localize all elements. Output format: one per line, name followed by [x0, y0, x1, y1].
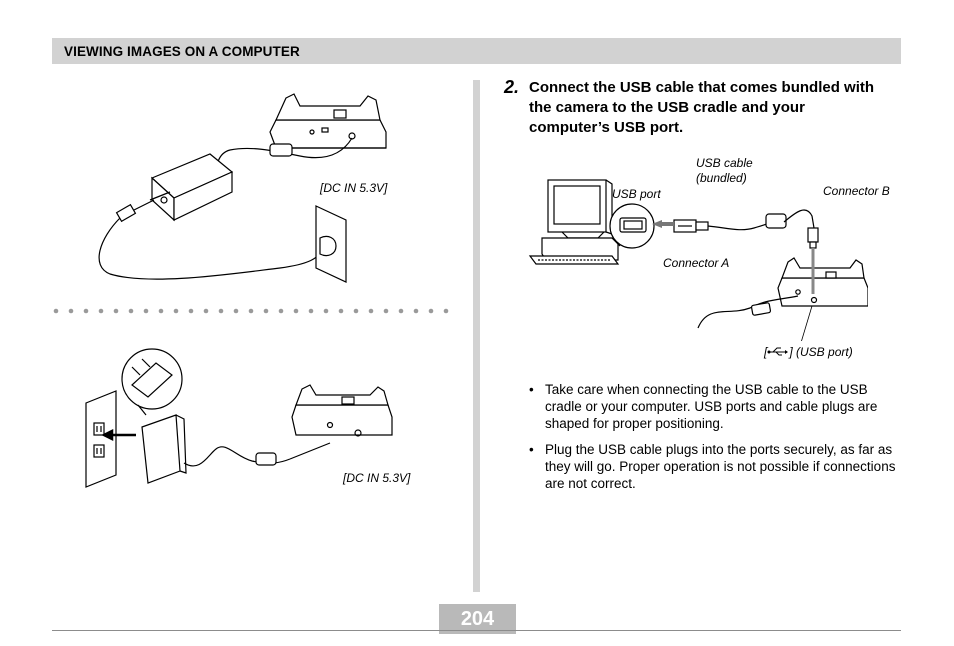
page-number: 204 — [460, 608, 495, 630]
usb-port-label: USB port — [612, 187, 661, 201]
connector-a-label: Connector A — [663, 256, 730, 270]
footer-rule — [52, 630, 901, 631]
step-number: 2. — [504, 77, 520, 97]
usb-symbol-icon — [767, 347, 789, 356]
notes-list: Take care when connecting the USB cable … — [529, 381, 901, 501]
column-divider — [473, 80, 480, 592]
list-item: Take care when connecting the USB cable … — [529, 381, 901, 432]
section-title: VIEWING IMAGES ON A COMPUTER — [64, 44, 300, 59]
header-bar: VIEWING IMAGES ON A COMPUTER — [52, 38, 901, 64]
connector-b-label: Connector B — [823, 184, 890, 198]
list-item: Plug the USB cable plugs into the ports … — [529, 441, 901, 492]
ac-adapter-cradle-illustration — [98, 93, 387, 283]
usb-connection-illustration — [528, 179, 868, 341]
step-instruction: Connect the USB cable that comes bundled… — [529, 79, 875, 136]
dc-in-label-top: [DC IN 5.3V] — [320, 181, 388, 195]
usb-port-cradle-prefix: [ — [764, 345, 768, 359]
dc-in-label-bottom: [DC IN 5.3V] — [343, 471, 411, 485]
page-number-badge: 204 — [439, 604, 516, 634]
usb-port-cradle-suffix: ] (USB port) — [789, 345, 853, 359]
usb-cable-label-line1: USB cable — [696, 156, 753, 170]
plug-adapter-cradle-illustration — [85, 348, 393, 488]
dotted-separator — [53, 308, 449, 314]
usb-cable-label-line2: (bundled) — [696, 171, 747, 185]
usb-port-cradle-label: [ ] (USB port) — [764, 345, 853, 359]
